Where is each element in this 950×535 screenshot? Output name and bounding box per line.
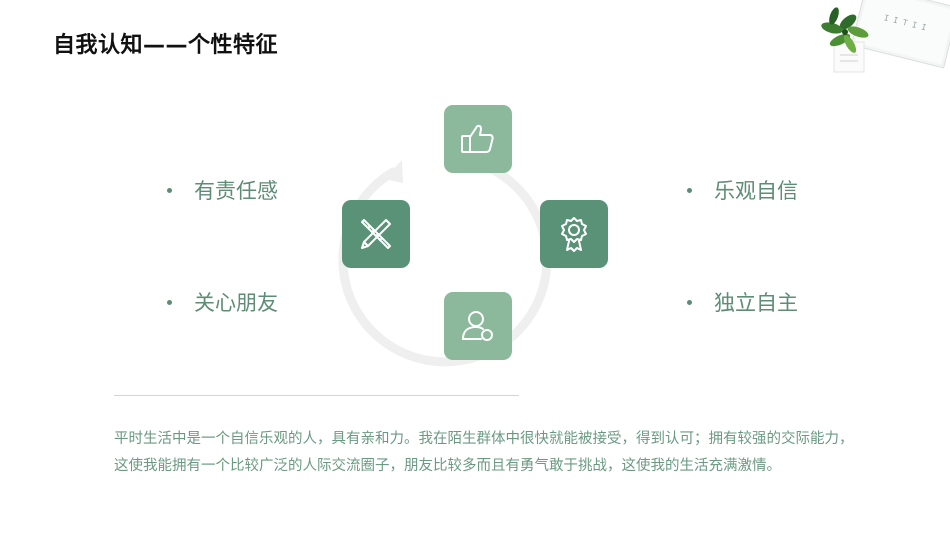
gear-badge-icon (561, 217, 587, 252)
thumbs-up-tile[interactable] (444, 105, 512, 173)
trait-item-responsible: 有责任感 (167, 175, 278, 205)
bullet-dot (687, 187, 692, 193)
trait-label: 关心朋友 (194, 291, 278, 315)
trait-item-optimistic: 乐观自信 (687, 175, 798, 205)
pencil-ruler-icon (361, 219, 391, 249)
bullet-dot (167, 187, 172, 193)
plant-notebook-decoration: I I T I I (770, 0, 950, 105)
description-paragraph: 平时生活中是一个自信乐观的人，具有亲和力。我在陌生群体中很快就能被接受，得到认可… (114, 431, 854, 474)
section-divider (114, 395, 519, 396)
user-icon (462, 311, 493, 341)
user-tile[interactable] (444, 292, 512, 360)
trait-label: 乐观自信 (714, 179, 798, 203)
bullet-dot (167, 299, 172, 305)
page-title: 自我认知——个性特征 (53, 33, 279, 58)
trait-label: 有责任感 (194, 179, 278, 203)
trait-item-independent: 独立自主 (687, 287, 798, 317)
trait-item-caring: 关心朋友 (167, 287, 278, 317)
gear-badge-tile[interactable] (540, 200, 608, 268)
bullet-dot (687, 299, 692, 305)
trait-label: 独立自主 (714, 291, 798, 315)
thumbs-up-icon (461, 124, 494, 153)
pencil-ruler-tile[interactable] (342, 200, 410, 268)
